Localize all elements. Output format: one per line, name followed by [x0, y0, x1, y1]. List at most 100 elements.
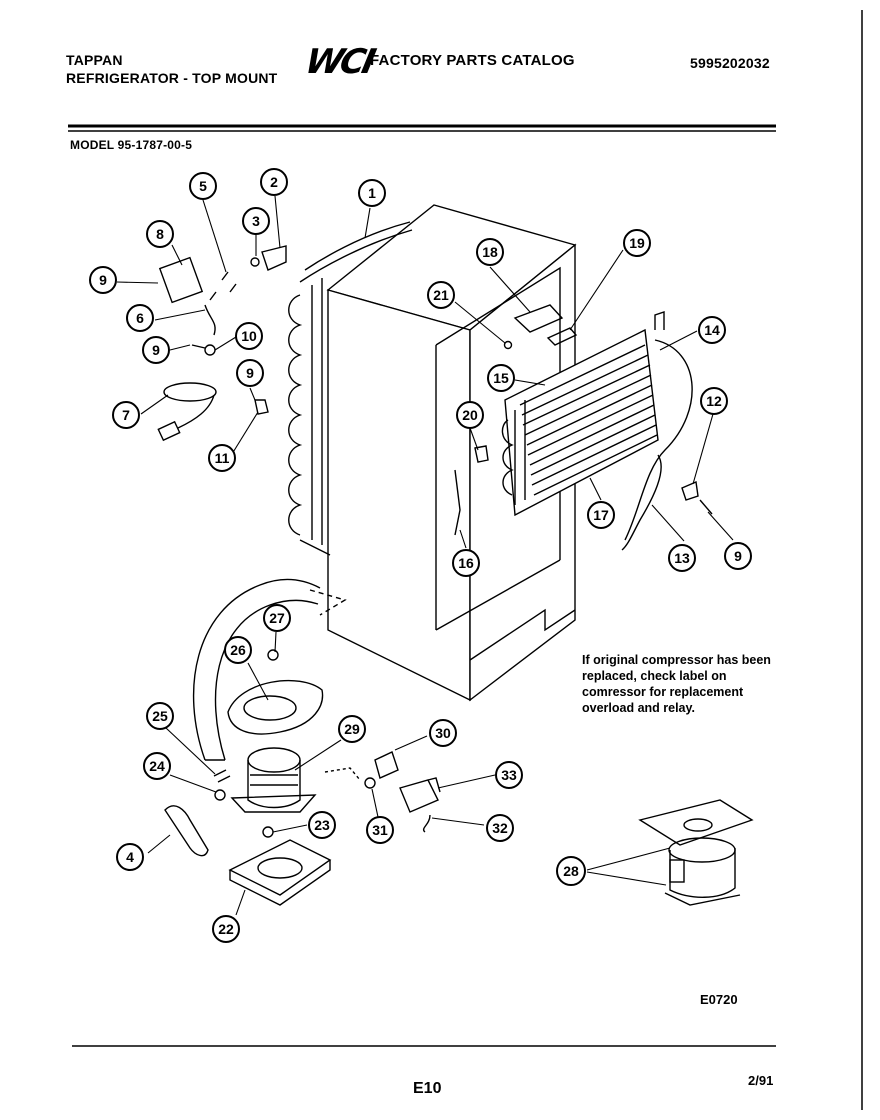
svg-text:20: 20 [462, 407, 478, 423]
drawing-linework [116, 195, 754, 916]
svg-text:14: 14 [704, 322, 720, 338]
replacement-compressor-28 [638, 799, 754, 906]
callout-18: 18 [476, 238, 504, 266]
svg-text:15: 15 [493, 370, 509, 386]
drain-tube [624, 339, 693, 541]
figure-code: E0720 [700, 992, 738, 1007]
callout-12: 12 [700, 387, 728, 415]
callout-9-d: 9 [724, 542, 752, 570]
callout-25: 25 [146, 702, 174, 730]
revision-date: 2/91 [748, 1073, 774, 1088]
callout-8: 8 [146, 220, 174, 248]
callout-11: 11 [208, 444, 236, 472]
svg-text:8: 8 [156, 226, 164, 242]
svg-text:9: 9 [246, 365, 254, 381]
svg-text:3: 3 [252, 213, 260, 229]
grommet-24 [214, 789, 226, 801]
callout-9-c: 9 [236, 359, 264, 387]
svg-text:33: 33 [501, 767, 517, 783]
svg-text:17: 17 [593, 507, 609, 523]
svg-text:30: 30 [435, 725, 451, 741]
svg-text:9: 9 [734, 548, 742, 564]
svg-text:16: 16 [458, 555, 474, 571]
power-cord-7 [163, 382, 217, 402]
callout-labels: 1 2 3 4 5 6 7 8 9 9 9 9 10 11 12 13 14 1… [89, 168, 752, 943]
bracket-8 [158, 256, 204, 304]
clip-2 [261, 245, 287, 271]
part-20 [474, 445, 489, 463]
svg-text:23: 23 [314, 817, 330, 833]
relay-30 [374, 751, 399, 779]
callout-10: 10 [235, 322, 263, 350]
screw-3 [250, 257, 260, 267]
callout-20: 20 [456, 401, 484, 429]
callout-7: 7 [112, 401, 140, 429]
filter-drier-4 [164, 805, 209, 857]
callout-5: 5 [189, 172, 217, 200]
callout-6: 6 [126, 304, 154, 332]
svg-text:21: 21 [433, 287, 449, 303]
callout-22: 22 [212, 915, 240, 943]
callout-30: 30 [429, 719, 457, 747]
svg-text:19: 19 [629, 235, 645, 251]
callout-4: 4 [116, 843, 144, 871]
evaporator [501, 328, 659, 517]
model-number: MODEL 95-1787-00-5 [70, 138, 193, 152]
callout-3: 3 [242, 207, 270, 235]
svg-text:1: 1 [368, 185, 376, 201]
callout-9-b: 9 [142, 336, 170, 364]
svg-text:12: 12 [706, 393, 722, 409]
callout-29: 29 [338, 715, 366, 743]
callout-32: 32 [486, 814, 514, 842]
part-number: 5995202032 [690, 55, 770, 71]
svg-text:13: 13 [674, 550, 690, 566]
callout-16: 16 [452, 549, 480, 577]
svg-text:26: 26 [230, 642, 246, 658]
callout-9-a: 9 [89, 266, 117, 294]
part-10 [204, 344, 216, 356]
svg-text:32: 32 [492, 820, 508, 836]
svg-text:10: 10 [241, 328, 257, 344]
part-27 [267, 649, 279, 661]
callout-28: 28 [556, 856, 586, 886]
callout-13: 13 [668, 544, 696, 572]
thermostat-12 [681, 480, 699, 501]
callout-27: 27 [263, 604, 291, 632]
part-31 [364, 777, 376, 789]
callout-33: 33 [495, 761, 523, 789]
page-code: E10 [413, 1080, 442, 1097]
callout-21: 21 [427, 281, 455, 309]
grommet-23 [262, 826, 274, 838]
callout-15: 15 [487, 364, 515, 392]
callout-2: 2 [260, 168, 288, 196]
part-11 [254, 399, 269, 415]
heater-16 [454, 469, 461, 536]
leader-lines [116, 195, 734, 916]
flow-arrow [192, 578, 347, 761]
svg-text:18: 18 [482, 244, 498, 260]
bracket-18 [513, 304, 564, 333]
callout-19: 19 [623, 229, 651, 257]
overload-33 [399, 777, 441, 813]
compressor-note: If original compressor has been replaced… [582, 653, 771, 715]
svg-text:22: 22 [218, 921, 234, 937]
callout-31: 31 [366, 816, 394, 844]
svg-text:25: 25 [152, 708, 168, 724]
callout-26: 26 [224, 636, 252, 664]
svg-text:9: 9 [99, 272, 107, 288]
callout-1: 1 [358, 179, 386, 207]
svg-text:29: 29 [344, 721, 360, 737]
callout-24: 24 [143, 752, 171, 780]
svg-text:2: 2 [270, 174, 278, 190]
wire-6 [204, 304, 216, 336]
wire-32 [422, 814, 431, 833]
part-25 [213, 769, 231, 783]
catalog-subtitle: REFRIGERATOR - TOP MOUNT [66, 70, 278, 86]
base-tray-22 [228, 839, 332, 906]
svg-text:9: 9 [152, 342, 160, 358]
brand-name: TAPPAN [66, 52, 123, 68]
svg-text:5: 5 [199, 178, 207, 194]
svg-text:6: 6 [136, 310, 144, 326]
catalog-title: FACTORY PARTS CATALOG [370, 52, 575, 69]
